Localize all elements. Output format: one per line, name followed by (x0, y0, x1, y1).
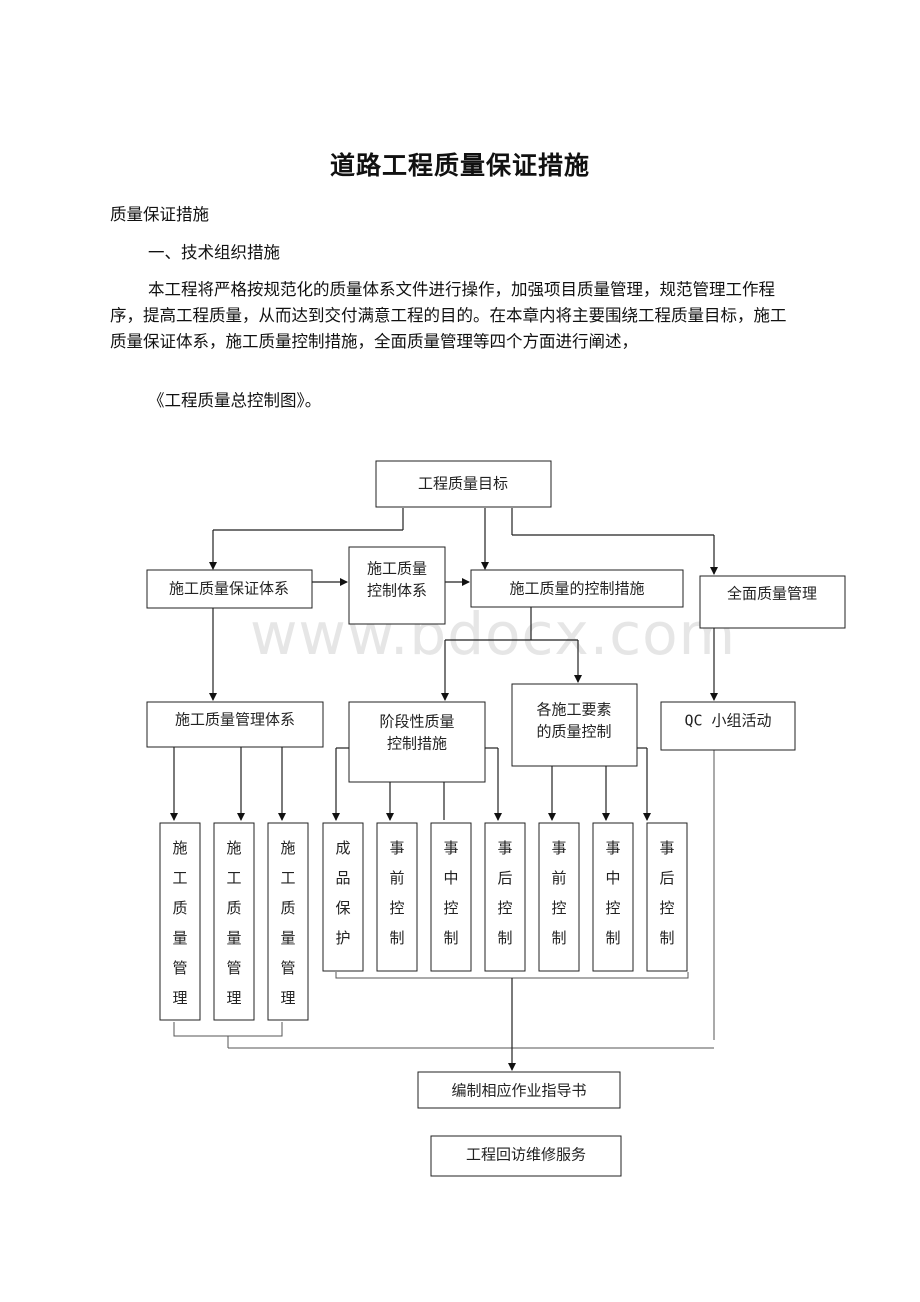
stage-control-label-1: 阶段性质量 (379, 713, 454, 731)
stage-column-label: 成品保护 (335, 839, 350, 947)
element-column-frame (592, 822, 634, 972)
heading-technical-measures: 一、技术组织措施 (148, 243, 280, 262)
element-column-1: 事前控制 (538, 822, 580, 972)
stage-column-label: 事中控制 (443, 839, 458, 947)
management-system-box: 施工质量管理体系 (146, 701, 324, 748)
tqm-box: 全面质量管理 (699, 575, 846, 629)
management-column-label: 施工质量管理 (226, 839, 241, 1007)
service-box: 工程回访维修服务 (430, 1135, 622, 1177)
management-system-label: 施工质量管理体系 (175, 711, 295, 729)
tqm-label: 全面质量管理 (727, 585, 817, 603)
guide-label: 编制相应作业指导书 (451, 1082, 586, 1100)
heading-quality-assurance: 质量保证措施 (110, 205, 209, 224)
document-title: 道路工程质量保证措施 (329, 151, 590, 180)
element-column-label: 事后控制 (659, 839, 674, 947)
stage-column-1: 成品保护 (322, 822, 364, 972)
goal-box: 工程质量目标 (375, 460, 552, 508)
service-label: 工程回访维修服务 (466, 1146, 586, 1164)
assurance-system-box: 施工质量保证体系 (146, 569, 313, 609)
goal-label: 工程质量目标 (418, 475, 508, 493)
control-system-box: 施工质量 控制体系 (348, 546, 446, 625)
guide-box: 编制相应作业指导书 (417, 1071, 621, 1109)
management-column-frame (213, 822, 255, 1021)
stage-column-3: 事中控制 (430, 822, 472, 972)
qc-label: QC 小组活动 (684, 712, 771, 730)
stage-column-frame (484, 822, 526, 972)
watermark: www.bdocx.com (250, 600, 737, 668)
stage-column-frame (430, 822, 472, 972)
management-column-2: 施工质量管理 (213, 822, 255, 1021)
element-column-frame (538, 822, 580, 972)
management-column-3: 施工质量管理 (267, 822, 309, 1021)
control-system-label-1: 施工质量 (367, 560, 427, 578)
management-column-1: 施工质量管理 (159, 822, 201, 1021)
stage-column-frame (322, 822, 364, 972)
stage-column-label: 事后控制 (497, 839, 512, 947)
elements-control-label-2: 的质量控制 (536, 723, 611, 741)
management-column-label: 施工质量管理 (172, 839, 187, 1007)
qc-box: QC 小组活动 (660, 701, 796, 751)
control-measures-label: 施工质量的控制措施 (509, 580, 644, 598)
chart-caption: 《工程质量总控制图》。 (148, 391, 322, 410)
assurance-label: 施工质量保证体系 (169, 580, 289, 598)
control-measures-box: 施工质量的控制措施 (470, 569, 684, 608)
stage-column-label: 事前控制 (389, 839, 404, 947)
stage-column-4: 事后控制 (484, 822, 526, 972)
stage-column-2: 事前控制 (376, 822, 418, 972)
element-column-2: 事中控制 (592, 822, 634, 972)
vertical-columns: 施工质量管理 施工质量管理 施工质量管理 成品保护 事前控制 事中控制 事后控制 事前控制 事中… (159, 822, 688, 1021)
stage-control-label-2: 控制措施 (387, 735, 447, 753)
management-column-frame (267, 822, 309, 1021)
stage-control-box: 阶段性质量 控制措施 (348, 701, 486, 783)
management-column-frame (159, 822, 201, 1021)
management-column-label: 施工质量管理 (280, 839, 295, 1007)
element-column-label: 事前控制 (551, 839, 566, 947)
elements-control-box: 各施工要素 的质量控制 (511, 683, 638, 767)
body-paragraph: 本工程将严格按规范化的质量体系文件进行操作，加强项目质量管理，规范管理工作程序，… (110, 280, 787, 351)
control-system-label-2: 控制体系 (367, 582, 427, 600)
elements-control-label-1: 各施工要素 (536, 701, 611, 719)
element-column-frame (646, 822, 688, 972)
element-column-label: 事中控制 (605, 839, 620, 947)
element-column-3: 事后控制 (646, 822, 688, 972)
stage-column-frame (376, 822, 418, 972)
connectors (170, 508, 718, 1071)
